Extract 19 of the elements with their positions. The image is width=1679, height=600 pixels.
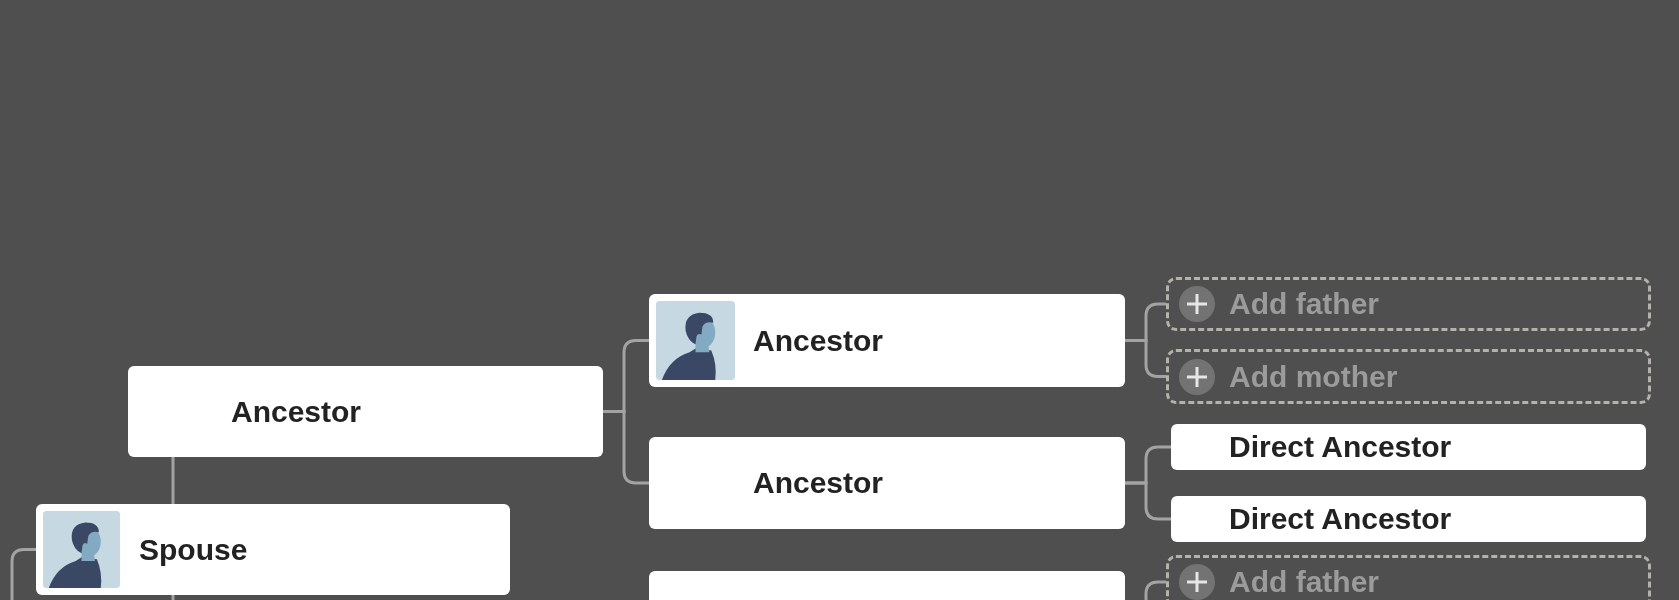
person-card [1171,424,1646,470]
person-name: Ancestor [753,325,884,356]
person-name: Direct Ancestor [1229,432,1452,462]
connector-line [171,457,175,504]
person-card [128,366,603,457]
person-name: Direct Ancestor [1229,504,1452,534]
person-card [649,437,1125,529]
person-name: Ancestor [231,396,362,427]
placeholder-text: Add mother [1229,361,1398,392]
placeholder-text: Add father [1229,289,1379,319]
person-name: Ancestor [753,468,884,498]
add-parent-field [1166,349,1651,404]
add-parent-field [1166,555,1651,600]
placeholder-text: Add father [1229,567,1379,597]
add-parent-field [1166,277,1651,331]
person-name: Spouse [139,534,248,565]
person-card [1171,496,1646,542]
person-card [36,504,510,595]
person-card [649,294,1125,387]
